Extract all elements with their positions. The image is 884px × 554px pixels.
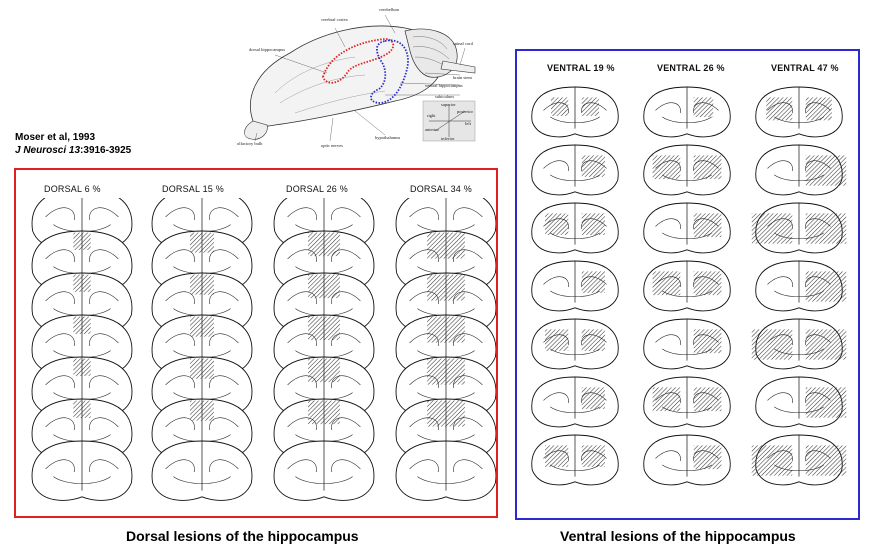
coronal-section xyxy=(395,272,496,333)
label-dorsal-hippocampus: dorsal hippocampus xyxy=(249,47,285,52)
coronal-section xyxy=(531,434,619,486)
dorsal-hippocampus-outline xyxy=(322,38,395,84)
coronal-section xyxy=(273,272,375,333)
label-cerebral-cortex: cerebral cortex xyxy=(321,17,349,22)
coronal-section xyxy=(531,260,619,312)
label-spinal-cord: spinal cord xyxy=(453,41,474,46)
coronal-section xyxy=(751,434,847,486)
coronal-section xyxy=(751,202,847,254)
coronal-section xyxy=(643,86,731,138)
coronal-section xyxy=(755,376,847,428)
coronal-section xyxy=(751,318,847,370)
coronal-section xyxy=(151,314,253,375)
brain-illustration: cerebral cortex cerebellum dorsal hippoc… xyxy=(235,3,485,153)
dorsal-col-label-2: DORSAL 15 % xyxy=(162,184,224,194)
dorsal-section-grid xyxy=(31,198,496,501)
citation-journal: J Neurosci 13 xyxy=(15,145,81,156)
coronal-section xyxy=(273,356,375,417)
coronal-section xyxy=(755,260,847,312)
coronal-section xyxy=(643,202,731,254)
svg-text:anterior: anterior xyxy=(425,127,439,132)
coronal-section xyxy=(643,434,731,486)
ventral-section-grid xyxy=(531,86,847,486)
ventral-lesions-panel: VENTRAL 19 % VENTRAL 26 % VENTRAL 47 % xyxy=(515,49,860,520)
label-hypothalamus: hypothalamus xyxy=(375,135,400,140)
coronal-section xyxy=(31,356,133,417)
coronal-section xyxy=(531,86,619,138)
ventral-caption: Ventral lesions of the hippocampus xyxy=(560,528,796,544)
coronal-section xyxy=(31,314,133,375)
label-brain-stem: brain stem xyxy=(453,75,472,80)
coronal-section xyxy=(531,144,619,196)
dorsal-caption: Dorsal lesions of the hippocampus xyxy=(126,528,359,544)
coronal-section xyxy=(643,376,731,428)
coronal-section xyxy=(151,230,253,291)
coronal-section xyxy=(643,260,731,312)
coronal-section xyxy=(395,440,496,501)
ventral-hippocampus-outline xyxy=(370,39,409,104)
ventral-col-label-1: VENTRAL 19 % xyxy=(547,63,615,73)
coronal-section xyxy=(643,318,731,370)
citation: Moser et al, 1993 J Neurosci 13:3916-392… xyxy=(15,131,131,157)
dorsal-col-label-1: DORSAL 6 % xyxy=(44,184,101,194)
coronal-section xyxy=(273,230,375,291)
citation-authors: Moser et al, 1993 xyxy=(15,132,96,143)
svg-text:superior: superior xyxy=(441,102,456,107)
orientation-compass: superior posterior right left anterior i… xyxy=(422,100,476,142)
coronal-section xyxy=(273,440,375,501)
svg-text:posterior: posterior xyxy=(457,109,473,114)
dorsal-lesions-panel: DORSAL 6 % DORSAL 15 % DORSAL 26 % DORSA… xyxy=(14,168,498,518)
coronal-section xyxy=(755,144,847,196)
coronal-section xyxy=(31,230,133,291)
citation-pages: :3916-3925 xyxy=(80,145,132,156)
label-cerebellum: cerebellum xyxy=(379,7,399,12)
coronal-section xyxy=(531,318,619,370)
citation-journal-line: J Neurosci 13:3916-3925 xyxy=(15,144,131,157)
label-subiculum: subiculum xyxy=(435,94,454,99)
coronal-section xyxy=(151,440,253,501)
coronal-section xyxy=(531,376,619,428)
coronal-section xyxy=(273,398,375,459)
svg-text:right: right xyxy=(427,113,436,118)
coronal-section xyxy=(755,86,843,138)
coronal-section xyxy=(643,144,731,196)
label-optic-nerves: optic nerves xyxy=(321,143,343,148)
svg-text:inferior: inferior xyxy=(441,136,455,141)
ventral-col-label-2: VENTRAL 26 % xyxy=(657,63,725,73)
label-ventral-hippocampus: ventral hippocampus xyxy=(425,83,463,88)
coronal-section xyxy=(395,398,496,459)
coronal-section xyxy=(31,440,133,501)
coronal-section xyxy=(31,398,133,459)
coronal-section xyxy=(531,202,619,254)
coronal-section xyxy=(395,314,496,375)
svg-text:left: left xyxy=(465,121,472,126)
ventral-col-label-3: VENTRAL 47 % xyxy=(771,63,839,73)
coronal-section xyxy=(151,398,253,459)
dorsal-col-label-3: DORSAL 26 % xyxy=(286,184,348,194)
label-olfactory-bulb: olfactory bulb xyxy=(237,141,263,146)
dorsal-col-label-4: DORSAL 34 % xyxy=(410,184,472,194)
coronal-section xyxy=(151,272,253,333)
coronal-section xyxy=(395,356,496,417)
